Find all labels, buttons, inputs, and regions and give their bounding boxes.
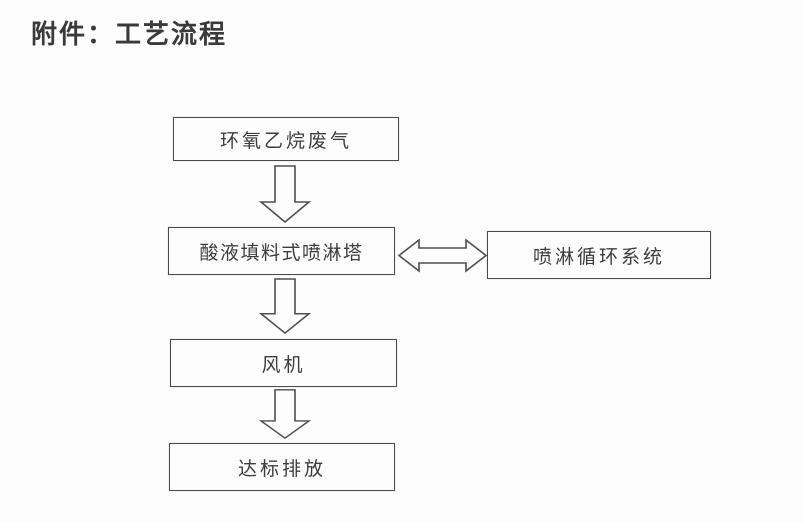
down-arrow-icon (259, 278, 311, 334)
flowchart-node-spray-circulation: 喷淋循环系统 (487, 231, 711, 279)
flowchart-node-spray-tower: 酸液填料式喷淋塔 (168, 227, 395, 275)
double-arrow-icon (398, 237, 487, 274)
flowchart-node-fan: 风机 (170, 339, 397, 387)
flowchart-node-discharge: 达标排放 (169, 443, 395, 491)
flowchart-node-waste-gas: 环氧乙烷废气 (173, 117, 399, 161)
down-arrow-icon (259, 165, 311, 223)
down-arrow-icon (259, 389, 311, 439)
page-title: 附件：工艺流程 (31, 20, 228, 49)
